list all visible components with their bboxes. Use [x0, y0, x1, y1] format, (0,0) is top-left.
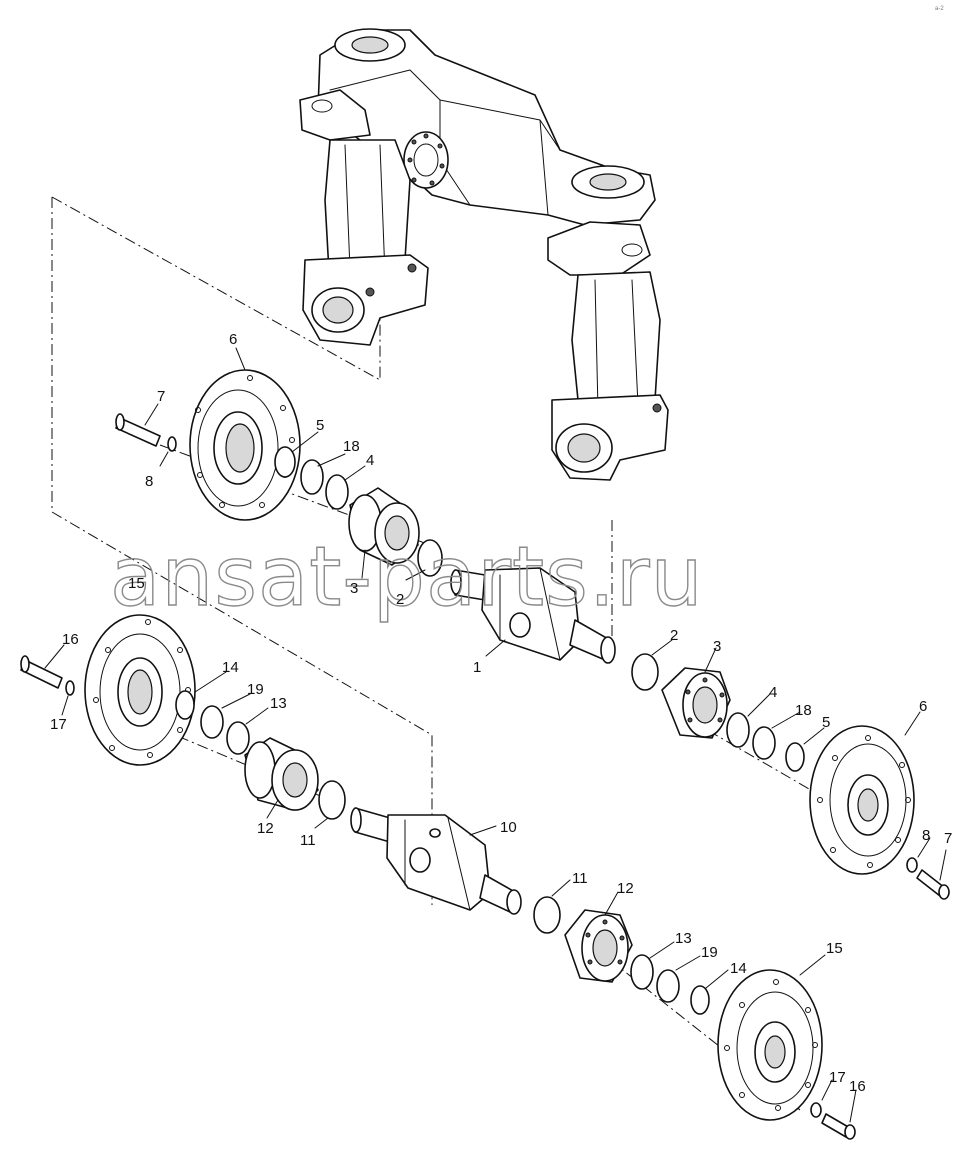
- callout-13-left: 13: [270, 695, 287, 712]
- washer-17-right: [810, 1102, 822, 1118]
- ring-13-left: [226, 721, 250, 755]
- callout-7-right: 7: [944, 830, 952, 847]
- shaft-10: [350, 807, 522, 915]
- callout-13-right: 13: [675, 930, 692, 947]
- callout-10: 10: [500, 819, 517, 836]
- ring-19-left: [200, 705, 224, 739]
- callout-7-upper-left: 7: [157, 388, 165, 405]
- bolt-16-right: [821, 1113, 856, 1140]
- callout-2-upper-left: 2: [396, 591, 404, 608]
- callout-12-right: 12: [617, 880, 634, 897]
- ring-4-right: [726, 712, 750, 748]
- ring-2-left: [417, 539, 443, 577]
- ring-11-left: [318, 780, 346, 820]
- bogie-frame: [299, 28, 656, 276]
- callout-19-right: 19: [701, 944, 718, 961]
- callout-16-left: 16: [62, 631, 79, 648]
- callout-6-right: 6: [919, 698, 927, 715]
- ring-14-left: [175, 690, 195, 720]
- ring-4-left: [325, 474, 349, 510]
- callout-15-upper-left: 15: [128, 575, 145, 592]
- washer-8-right: [906, 857, 918, 873]
- callout-15-right: 15: [826, 940, 843, 957]
- ring-11-right: [533, 896, 561, 934]
- callout-2-right: 2: [670, 627, 678, 644]
- bolt-7-right: [916, 869, 950, 900]
- callout-6-upper-left: 6: [229, 331, 237, 348]
- left-leg: [302, 139, 429, 346]
- callout-3-upper-left: 3: [350, 580, 358, 597]
- callout-14-right: 14: [730, 960, 747, 977]
- callout-18-right: 18: [795, 702, 812, 719]
- callout-16-right: 16: [849, 1078, 866, 1095]
- callout-18-upper-left: 18: [343, 438, 360, 455]
- watermark: ansat-parts.ru: [110, 530, 704, 625]
- leader-lines: [44, 347, 947, 1123]
- callout-8-upper-left: 8: [145, 473, 153, 490]
- ring-19-right: [656, 969, 680, 1003]
- flange-15-left: [84, 614, 196, 766]
- flange-15-right: [717, 969, 823, 1121]
- ring-18-right: [752, 726, 776, 760]
- callout-4-right: 4: [769, 684, 777, 701]
- callout-5-upper-left: 5: [316, 417, 324, 434]
- bearing-3-left: [348, 487, 420, 566]
- callout-1: 1: [473, 659, 481, 676]
- callout-labels: 6 7 8 5 18 4 3 2 15 1 2 3 4 18 5 6 8 7 1…: [50, 331, 952, 1095]
- corner-mark: a-2: [935, 6, 944, 12]
- ring-2-right: [631, 653, 659, 691]
- callout-17-left: 17: [50, 716, 67, 733]
- callout-11-left: 11: [300, 832, 316, 849]
- bearing-12-right: [564, 909, 633, 983]
- callout-14-left: 14: [222, 659, 239, 676]
- right-leg: [551, 271, 669, 481]
- callout-19-left: 19: [247, 681, 264, 698]
- washer-8-left: [167, 436, 177, 452]
- callout-4-upper-left: 4: [366, 452, 374, 469]
- ring-18-left: [300, 459, 324, 495]
- ring-13-right: [630, 954, 654, 990]
- bearing-12-left: [244, 737, 319, 811]
- ring-14-right: [690, 985, 710, 1015]
- bolt-16-left: [20, 655, 63, 689]
- callout-11-right: 11: [572, 870, 588, 887]
- callout-5-right: 5: [822, 714, 830, 731]
- ring-5-right: [785, 742, 805, 772]
- ring-5-left: [274, 446, 296, 478]
- shaft-1: [450, 567, 616, 664]
- bearing-3-right: [661, 667, 731, 739]
- callout-8-right: 8: [922, 827, 930, 844]
- flange-6-left: [189, 369, 301, 521]
- callout-17-right: 17: [829, 1069, 846, 1086]
- bolt-7-left: [115, 413, 161, 447]
- flange-6-right: [809, 725, 915, 875]
- callout-3-right: 3: [713, 638, 721, 655]
- washer-17-left: [65, 680, 75, 696]
- callout-12-left: 12: [257, 820, 274, 837]
